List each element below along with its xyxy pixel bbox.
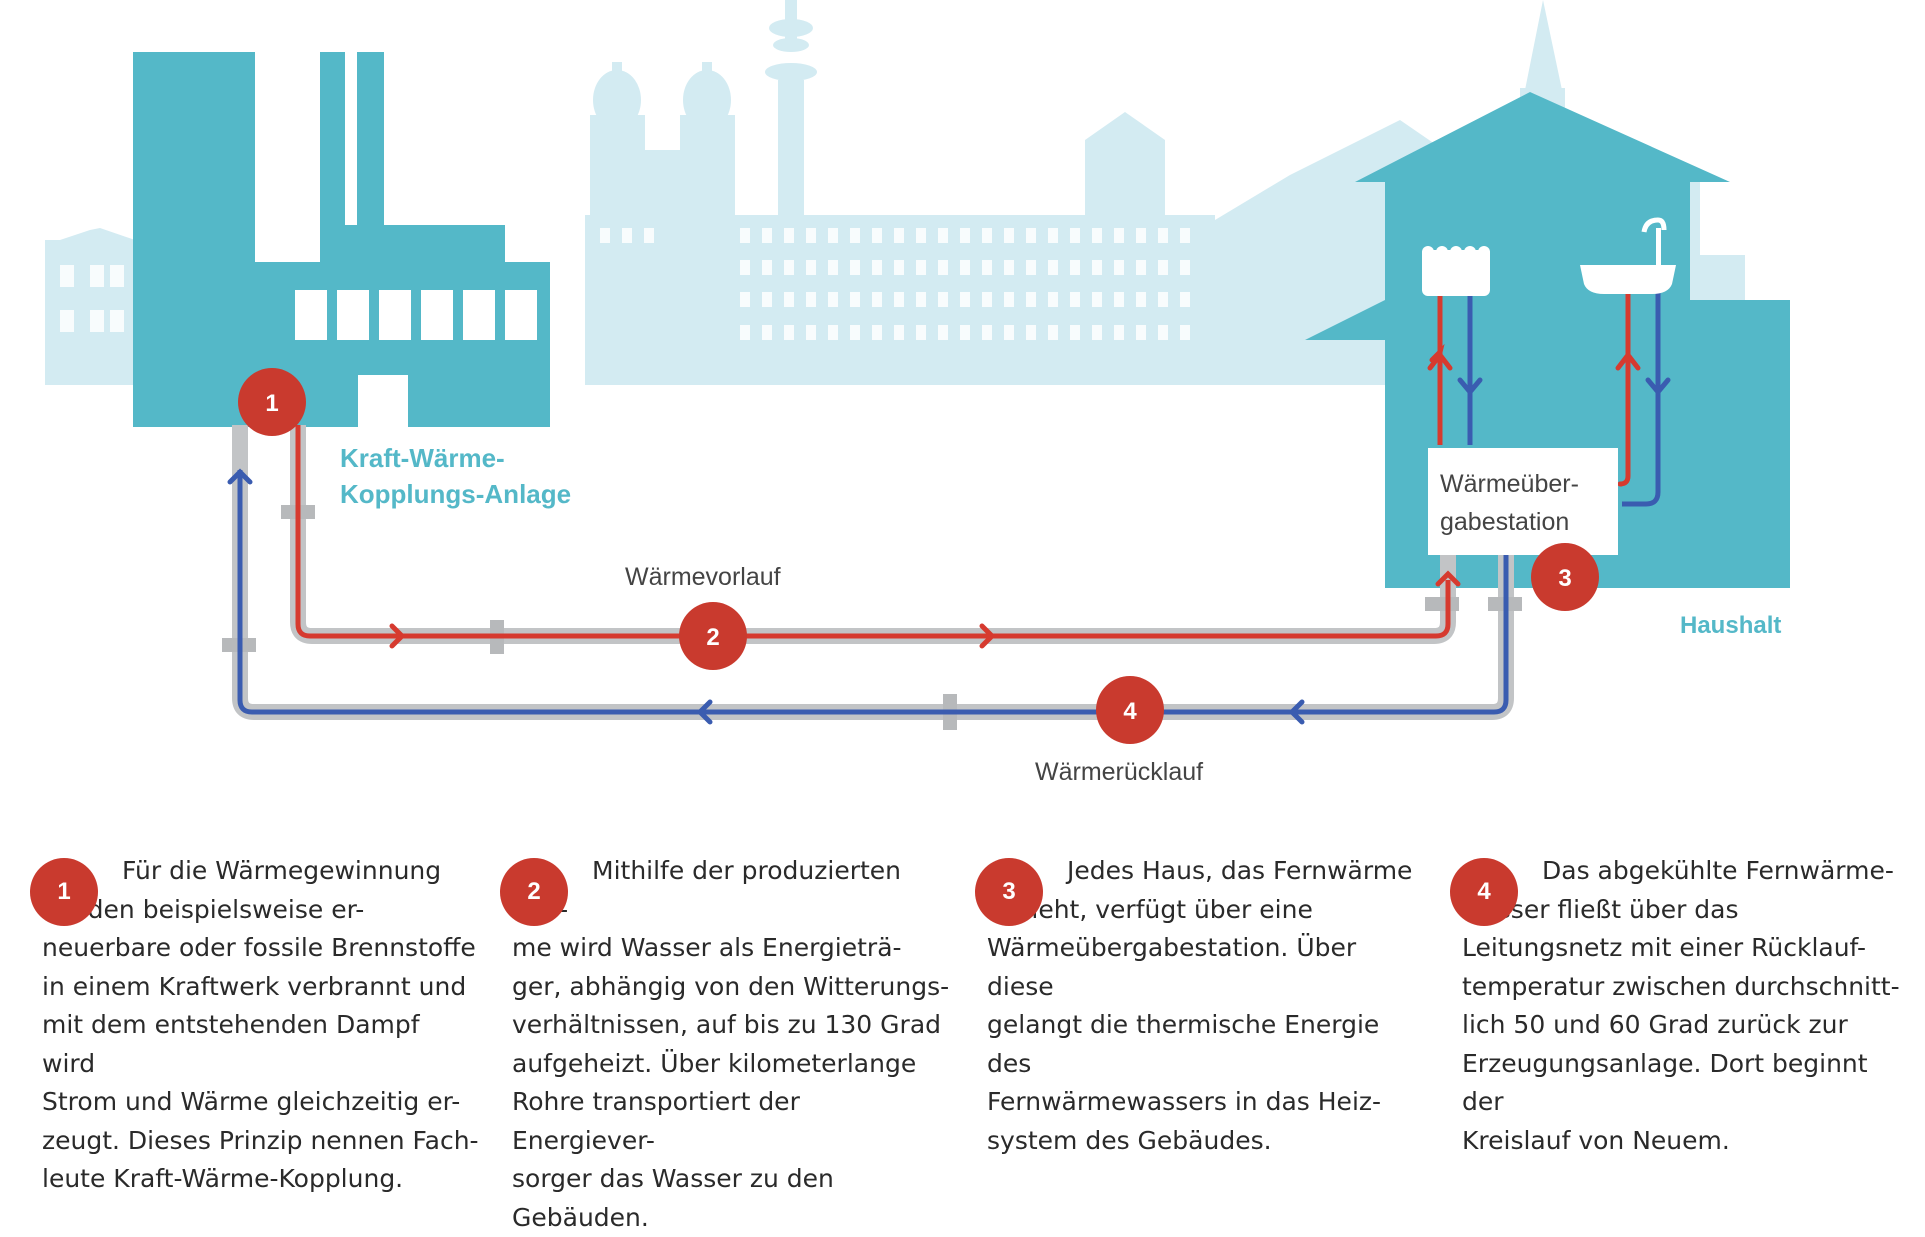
badge-2: 2 [679, 602, 747, 670]
return-arrows [227, 377, 1671, 725]
badge-1: 1 [238, 368, 306, 436]
district-heating-diagram: 1 2 3 4 Kraft-Wärme- Kopplungs-Anlage Ha… [45, 0, 1870, 786]
supply-label: Wärmevorlauf [625, 563, 781, 591]
pipe-couplings [222, 505, 1522, 730]
steps-section: 1 Für die Wärmegewinnung werden beispiel… [30, 852, 1910, 1232]
step-3-badge: 3 [975, 858, 1043, 926]
step-4-text: Das abgekühlte Fernwärme- wasser fließt … [1462, 856, 1900, 1155]
return-label: Wärmerücklauf [1035, 758, 1203, 786]
station-label-line1: Wärmeüber- [1440, 470, 1579, 498]
plant-label-line1: Kraft-Wärme- [340, 443, 505, 473]
step-3-text: Jedes Haus, das Fernwärme bezieht, verfü… [987, 856, 1413, 1155]
svg-text:4: 4 [1123, 698, 1137, 725]
household-label: Haushalt [1680, 612, 1781, 639]
skyline-windows [60, 228, 1870, 350]
step-4: 4 Das abgekühlte Fernwärme- wasser fließ… [1450, 852, 1900, 1160]
svg-text:2: 2 [706, 624, 719, 651]
factory-icon [133, 52, 550, 427]
badge-4: 4 [1096, 676, 1164, 744]
step-2-badge: 2 [500, 858, 568, 926]
station-label-line2: gabestation [1440, 508, 1569, 536]
svg-text:1: 1 [265, 390, 278, 417]
radiator-icon [1422, 246, 1490, 296]
plant-label-line2: Kopplungs-Anlage [340, 479, 571, 509]
step-1-text: Für die Wärmegewinnung werden beispielsw… [42, 856, 479, 1193]
svg-text:3: 3 [1558, 565, 1571, 592]
badge-3: 3 [1531, 543, 1599, 611]
return-pipe [237, 292, 1661, 715]
factory-windows [295, 290, 537, 427]
bathtub-icon [1580, 217, 1676, 294]
step-3: 3 Jedes Haus, das Fernwärme bezieht, ver… [975, 852, 1425, 1160]
step-2: 2 Mithilfe der produzierten Wär- me wird… [500, 852, 950, 1237]
step-4-badge: 4 [1450, 858, 1518, 926]
supply-arrows [389, 343, 1641, 649]
step-1: 1 Für die Wärmegewinnung werden beispiel… [30, 852, 480, 1199]
transfer-station-box [1428, 448, 1618, 555]
supply-pipe [295, 292, 1631, 639]
step-2-text: Mithilfe der produzierten Wär- me wird W… [512, 856, 950, 1232]
step-1-badge: 1 [30, 858, 98, 926]
household-house [1305, 92, 1790, 588]
